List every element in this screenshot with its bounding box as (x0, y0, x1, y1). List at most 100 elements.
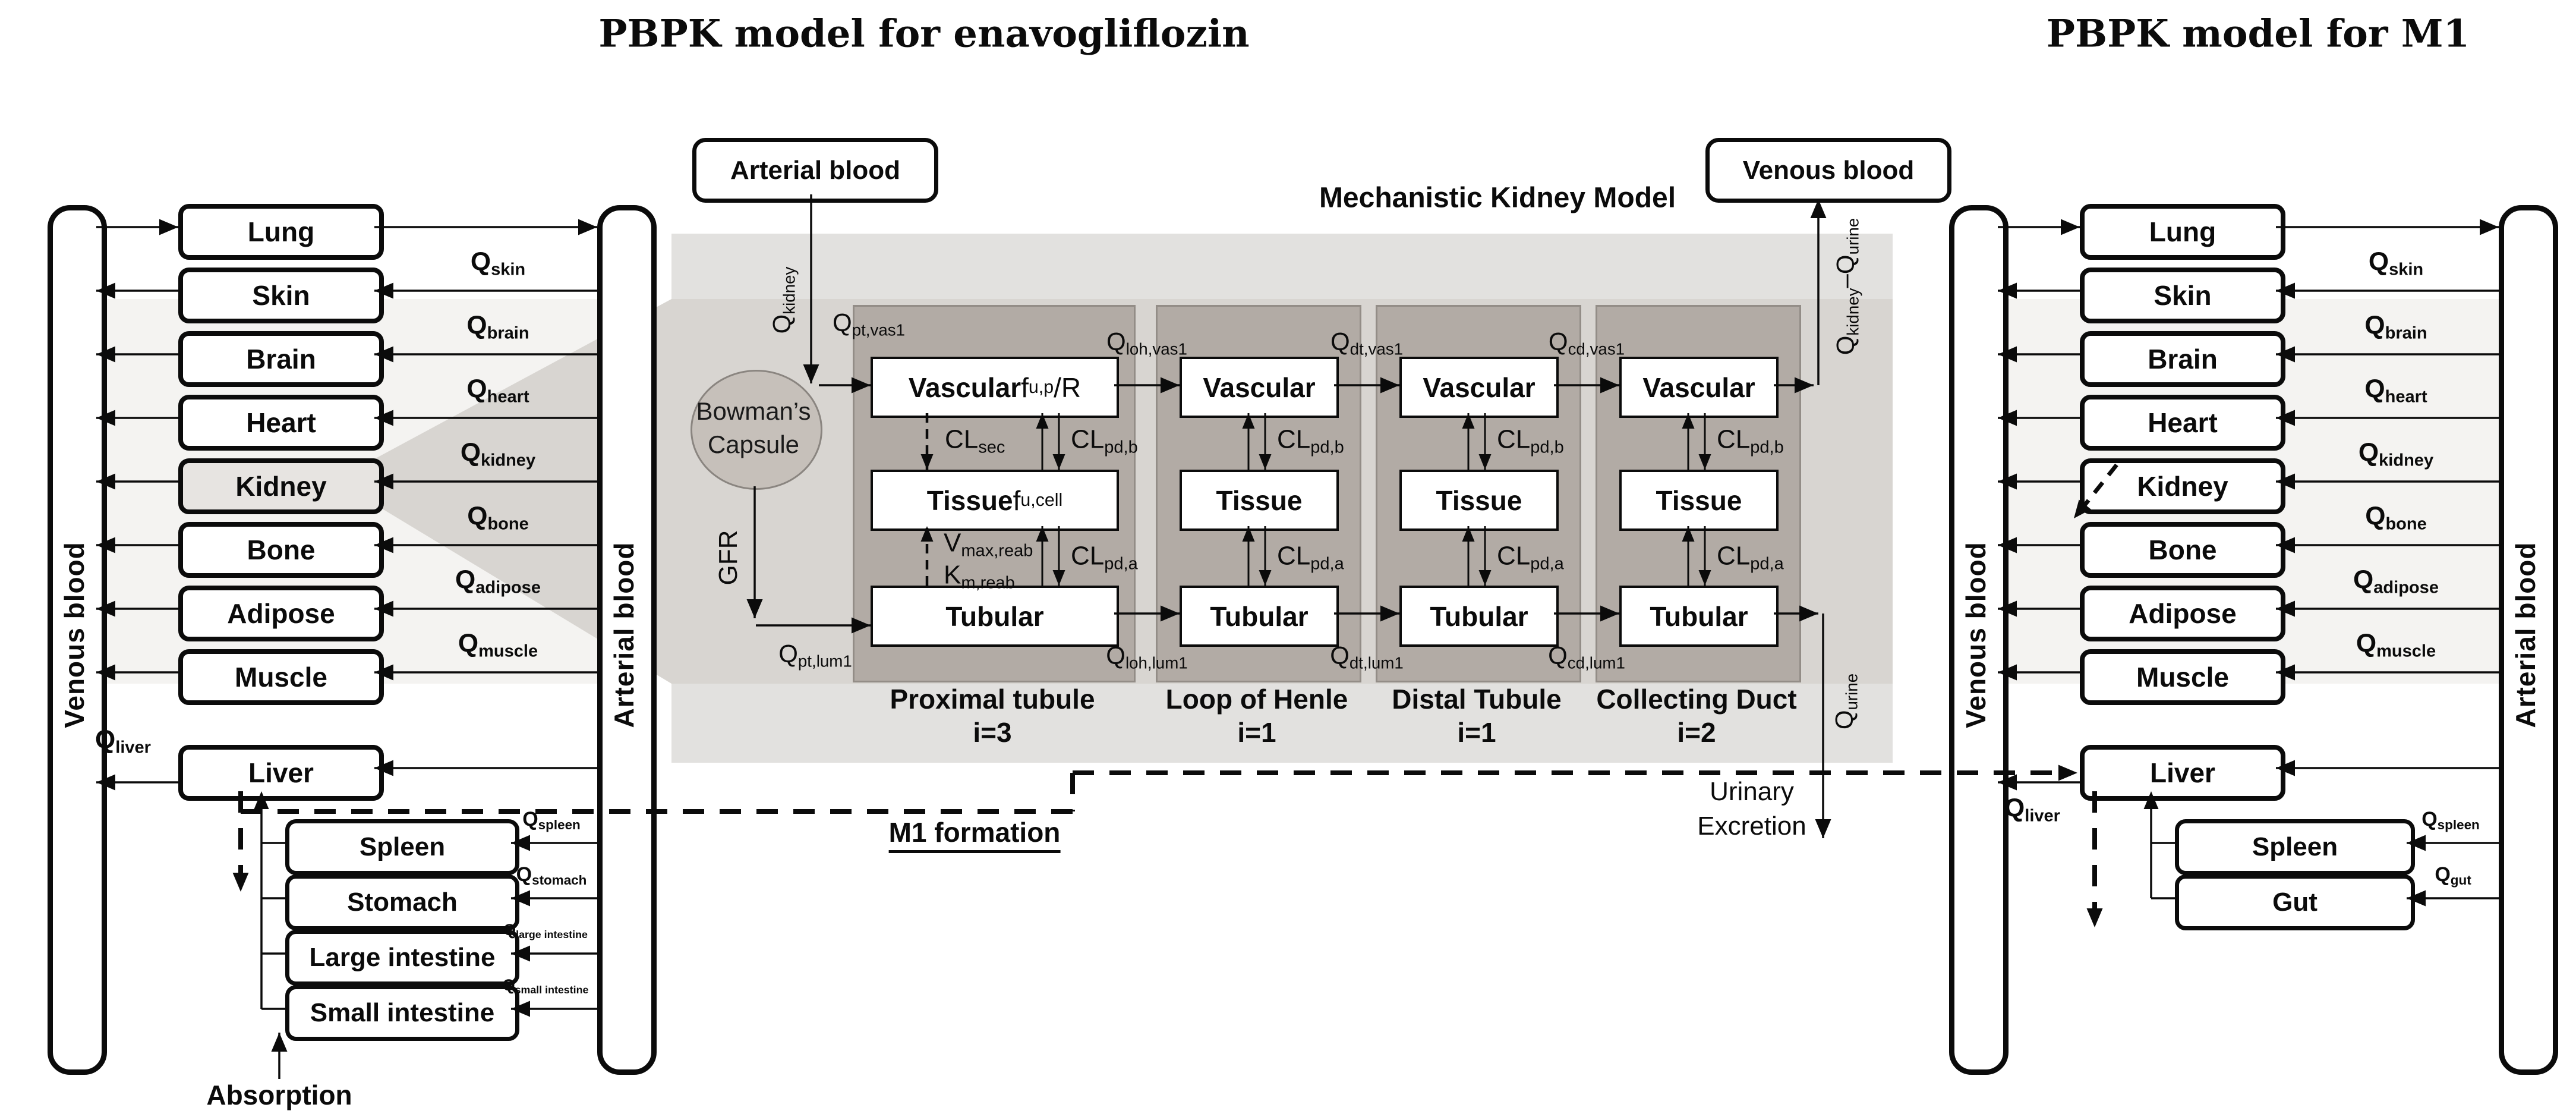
right-organ-bone-label: Bone (2148, 534, 2217, 565)
rich-text-part: Q (2356, 628, 2377, 658)
left-kidney-to-venous-arrowhead (96, 473, 115, 490)
rich-text-part: bone (2385, 514, 2427, 534)
left-suborgan-large_intestine: Large intestine (285, 930, 519, 986)
rich-text-part: brain (487, 323, 529, 343)
rich-text-part: Q (1106, 327, 1126, 355)
right-organ-lung: Lung (2080, 204, 2285, 260)
left-organ-heart: Heart (178, 395, 384, 451)
kidney-segment-0-clpda-up-arrowhead (1036, 526, 1049, 542)
right-arterial-to-brain-arrowhead (2276, 346, 2295, 363)
rich-text-part: Q (1106, 641, 1125, 669)
gfr-label: GFR (714, 530, 743, 586)
left-venous-to-lung-arrowhead (159, 219, 178, 235)
right-arterial-to-gut-arrowhead (2407, 890, 2426, 907)
rich-text-part: u,cell (1020, 490, 1063, 510)
tubular-chain-1-arrowhead (1380, 605, 1399, 622)
left-q-large_intestine-label: Qlarge intestine (503, 921, 588, 941)
rich-text-part: muscle (2376, 641, 2436, 661)
left-venous-blood-bar (48, 205, 107, 1075)
kidney-q-dt-vas1-label: Qdt,vas1 (1330, 328, 1403, 359)
kidney-segment-3-clpda-up-arrowhead (1682, 526, 1695, 542)
pt-cl-sec-dashed-arrowhead (920, 454, 934, 470)
right-liver-to-venous-arrowhead (1998, 774, 2017, 791)
pt-vmax-reab-label: Vmax,reab (944, 528, 1033, 561)
q-kidney-minus-urine-label: Qkidney–Qurine (1831, 218, 1863, 355)
rich-text-part: Tissue (926, 485, 1013, 516)
rich-text-part: CL (1277, 541, 1311, 571)
rich-text-part: small intestine (515, 983, 589, 996)
right-arterial-to-liver-arrowhead (2276, 760, 2295, 776)
right-arterial-blood-bar (2499, 205, 2558, 1075)
rich-text-part: CL (1717, 424, 1751, 454)
kidney-segment-2-cl-pda-label: CLpd,a (1497, 541, 1564, 574)
left-skin-to-venous-arrowhead (96, 282, 115, 299)
left-arterial-to-muscle-arrowhead (374, 664, 393, 681)
kidney-segment-2-name-label: Distal Tubule (1392, 684, 1562, 715)
left-suborgan-small_intestine: Small intestine (285, 985, 519, 1041)
rich-text-part: large intestine (516, 928, 588, 940)
right-kidney-m1-diagonal-dashed (2078, 463, 2118, 513)
left-organ-skin: Skin (178, 268, 384, 323)
right-organ-skin: Skin (2080, 268, 2285, 323)
rich-text-part: CL (945, 424, 979, 454)
right-organ-brain: Brain (2080, 331, 2285, 387)
right-q-heart-label: Qheart (2364, 374, 2427, 407)
right-kidney-to-venous-arrowhead (1998, 473, 2017, 490)
right-organ-bone: Bone (2080, 522, 2285, 578)
left-arterial-to-bone-arrowhead (374, 537, 393, 553)
right-organ-heart-label: Heart (2148, 407, 2218, 438)
rich-text-part: Q (470, 247, 491, 276)
rich-text-part: Q (2358, 438, 2379, 467)
rich-text-part: loh,lum1 (1125, 653, 1188, 672)
right-organ-adipose: Adipose (2080, 586, 2285, 641)
rich-text-part: Q (2353, 565, 2374, 594)
kidney-segment-2-tissue-box: Tissue (1399, 470, 1559, 531)
bowmans-capsule-label-line2: Capsule (707, 430, 800, 458)
kidney-segment-1-clpda-down-arrowhead (1259, 570, 1272, 586)
left-organ-lung-label: Lung (247, 216, 315, 247)
right-arterial-to-kidney-arrowhead (2276, 473, 2295, 490)
rich-text-part: Q (2368, 247, 2389, 276)
cd-tubular-out-arrowhead (1799, 605, 1818, 622)
kidney-segment-1-tissue-box: Tissue (1180, 470, 1339, 531)
kidney-segment-3-iterations-label: i=2 (1677, 717, 1716, 748)
right-q-muscle-label: Qmuscle (2356, 628, 2436, 661)
mechanistic-kidney-model-heading: Mechanistic Kidney Model (1319, 182, 1676, 214)
kidney-segment-2-vascular-box: Vascular (1399, 357, 1559, 418)
kidney-segment-1-name-label: Loop of Henle (1165, 684, 1348, 715)
rich-text-part: CL (1717, 541, 1751, 571)
kidney-segment-0-cl-pda-label: CLpd,a (1071, 541, 1138, 574)
right-q-liver-label: Qliver (2004, 793, 2060, 826)
left-organ-kidney-label: Kidney (235, 471, 327, 502)
left-q-liver-label: Qliver (95, 725, 151, 757)
rich-text-part: urine (1843, 218, 1862, 255)
rich-text-part: Q (2364, 374, 2385, 404)
urine-down-arrowhead (1815, 819, 1831, 838)
right-q-kidney-label: Qkidney (2359, 438, 2433, 470)
rich-text-part: Q (1330, 641, 1350, 669)
left-lung-to-arterial-arrowhead (578, 219, 597, 235)
rich-text-part: dt,vas1 (1350, 339, 1404, 358)
gfr-down-arrowhead (746, 599, 763, 618)
right-skin-to-venous-arrowhead (1998, 282, 2017, 299)
rich-text-part: Q (522, 807, 538, 830)
kidney-segment-3-clpdb-down-arrowhead (1698, 454, 1711, 470)
left-adipose-to-venous-arrowhead (96, 600, 115, 617)
right-q-brain-label: Qbrain (2364, 310, 2427, 343)
rich-text-part: Q (1831, 335, 1859, 355)
kidney-q-loh-vas1-label: Qloh,vas1 (1106, 328, 1187, 359)
kidney-segment-0-clpdb-up-arrowhead (1036, 413, 1049, 429)
right-model-title: PBPK model for M1 (2046, 11, 2470, 56)
right-suborgan-gut-label: Gut (2272, 888, 2318, 917)
right-q-spleen-label: Qspleen (2421, 808, 2480, 833)
left-arterial-to-large_intestine-arrowhead (511, 945, 530, 962)
rich-text-part: pd,b (1530, 438, 1564, 457)
right-organ-liver-label: Liver (2150, 757, 2215, 788)
kidney-segment-2-tubular-box: Tubular (1399, 586, 1559, 647)
urinary-excretion-label-line1: Urinary (1710, 777, 1794, 806)
rich-text-part: heart (487, 387, 529, 407)
left-arterial-blood-bar (597, 205, 657, 1075)
kidney-segment-1-cl-pda-label: CLpd,a (1277, 541, 1344, 574)
rich-text-part: Q (1548, 641, 1568, 669)
